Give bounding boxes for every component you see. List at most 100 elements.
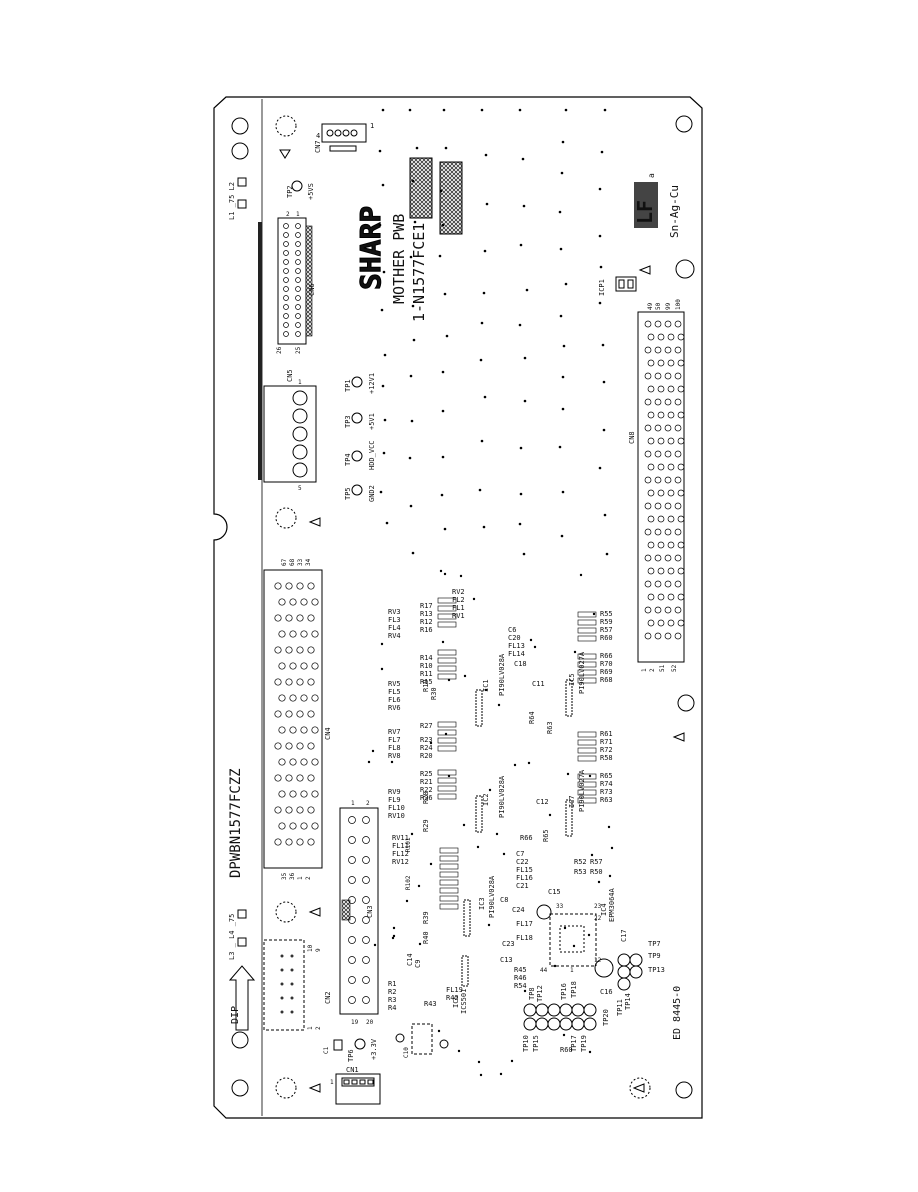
- cn4-pin: [300, 726, 308, 734]
- via: [383, 353, 387, 357]
- cn1-pin-1: 1: [330, 1079, 334, 1086]
- ref-c22: C22: [516, 858, 529, 866]
- via: [527, 761, 531, 765]
- ref-rv8: RV8: [388, 752, 401, 760]
- cn5-label: CN5: [286, 369, 294, 382]
- cn6-pin: [295, 277, 301, 283]
- cn6-pin: [295, 259, 301, 265]
- cn4-pin: [311, 726, 319, 734]
- cn8-pin: [664, 606, 672, 614]
- cn8-pin: [654, 502, 662, 510]
- cn4-pin-1: 1: [297, 876, 304, 880]
- cn1-connector: CN1 1: [330, 1066, 381, 1105]
- cn4-pin: [278, 694, 286, 702]
- cn4-pin: [274, 838, 282, 846]
- via: [443, 527, 447, 531]
- via: [382, 270, 386, 274]
- cn3-pin: [362, 936, 370, 944]
- ref-r72: R72: [600, 746, 613, 754]
- ic7-body: [565, 799, 573, 837]
- via: [438, 254, 442, 258]
- cn8-pin: [657, 593, 665, 601]
- cn8-pin: [654, 606, 662, 614]
- cn8-label: CN8: [628, 431, 636, 444]
- cn7-label: CN7: [314, 140, 322, 153]
- cn4-pin: [274, 582, 282, 590]
- via: [598, 187, 602, 191]
- via: [510, 1059, 514, 1063]
- cn4-pin: [274, 742, 282, 750]
- ref-group-r66: R66 R70 R69 R68: [600, 652, 613, 684]
- via: [443, 292, 447, 296]
- via: [497, 703, 501, 707]
- cn3-pin: [348, 836, 356, 844]
- via: [472, 597, 476, 601]
- cn4-pin: [274, 774, 282, 782]
- via: [563, 926, 567, 930]
- tp17-label: TP17: [570, 1035, 578, 1052]
- cn4-pin: [296, 646, 304, 654]
- tp12-label: TP12: [536, 985, 544, 1002]
- ref-c17: C17: [620, 929, 628, 942]
- cn8-pin: [657, 411, 665, 419]
- cn8-pin: [657, 541, 665, 549]
- chip-resistor: [577, 739, 597, 746]
- ref-c13: C13: [500, 956, 513, 964]
- via: [480, 108, 484, 112]
- cn5-pin-1: 1: [298, 379, 302, 386]
- cn8-pin: [654, 450, 662, 458]
- ref-r21: R21: [420, 778, 433, 786]
- ref-r50: R50: [590, 868, 603, 876]
- ref-c20: C20: [508, 634, 521, 642]
- ref-r60: R60: [600, 634, 613, 642]
- via: [408, 456, 412, 460]
- chip-resistor: [437, 769, 457, 776]
- ref-group-r55: R55 R59 R57 R60: [600, 610, 613, 642]
- cn2-pin-10: 10: [307, 944, 314, 952]
- cn8-pin: [667, 619, 675, 627]
- via: [525, 288, 529, 292]
- tp6-net: +3.3V: [370, 1038, 378, 1060]
- via: [488, 788, 492, 792]
- ref-r101: R101: [405, 837, 412, 852]
- via: [380, 667, 384, 671]
- via: [381, 183, 385, 187]
- via: [478, 488, 482, 492]
- chip-resistor-arrays: [437, 597, 597, 910]
- cn6-pin-1: 1: [296, 211, 300, 218]
- cn8-pin: [657, 515, 665, 523]
- via: [562, 344, 566, 348]
- via: [429, 862, 433, 866]
- via: [559, 247, 563, 251]
- ref-r60: R60: [560, 1046, 573, 1054]
- chip-resistor: [577, 781, 597, 788]
- via: [519, 243, 523, 247]
- cn8-pin: [667, 489, 675, 497]
- cn2-pin-1: 1: [307, 1026, 314, 1030]
- ref-c23: C23: [502, 940, 515, 948]
- ref-r64: R64: [528, 711, 536, 724]
- ref-rv6: RV6: [388, 704, 401, 712]
- via: [558, 445, 562, 449]
- chip-resistor: [439, 903, 459, 910]
- cn3-pin: [348, 876, 356, 884]
- cn8-pin: [644, 424, 652, 432]
- cn8-pin-49: 49: [647, 302, 654, 310]
- cn8-pin: [664, 320, 672, 328]
- ref-fl13: FL13: [508, 642, 525, 650]
- cn4-pin: [289, 662, 297, 670]
- ref-rv11: RV11: [392, 834, 409, 842]
- ref-fl7: FL7: [388, 736, 401, 744]
- ref-fl15: FL15: [516, 866, 533, 874]
- cn8-pin: [667, 359, 675, 367]
- cn2-connector: CN2 10 9 1 2: [263, 939, 332, 1031]
- tp1-net: +12V1: [368, 373, 376, 394]
- chip-resistor: [437, 657, 457, 664]
- chip-resistor: [437, 621, 457, 628]
- via: [392, 926, 396, 930]
- chip-resistor: [577, 747, 597, 754]
- cn8-pin: [674, 372, 682, 380]
- ref-r63: R63: [546, 721, 554, 734]
- ref-r25: R25: [420, 770, 433, 778]
- via: [561, 375, 565, 379]
